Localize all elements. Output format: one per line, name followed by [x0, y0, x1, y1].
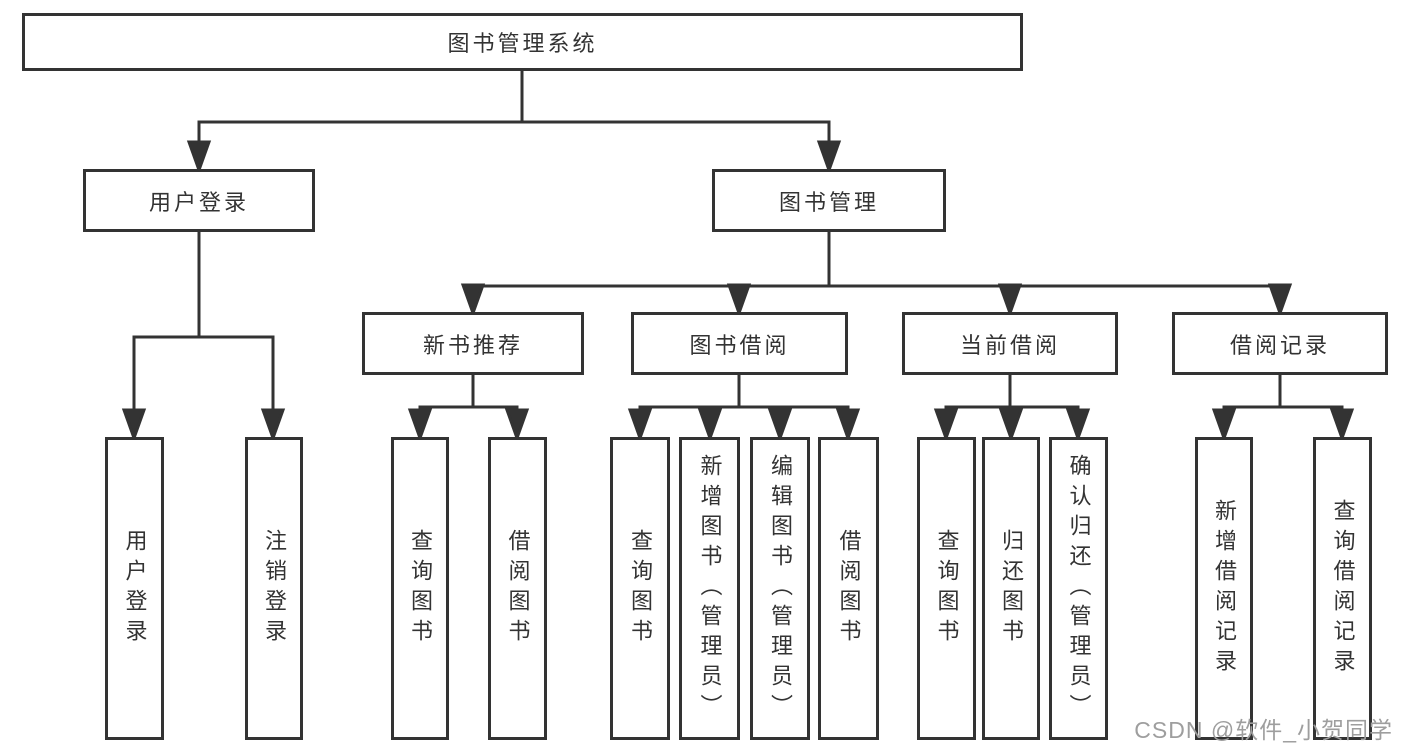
leaf-query-books-borrow: 查询图书 [610, 437, 670, 740]
connector-user-login-fork [121, 232, 286, 443]
arrow-down-icon [998, 408, 1024, 443]
arrow-down-icon [816, 140, 842, 175]
leaf-logout: 注销登录 [245, 437, 303, 740]
node-book-borrow: 图书借阅 [631, 312, 848, 375]
leaf-add-book-admin-label: 新增图书（管理员） [697, 453, 723, 724]
connector-current-borrow-fork [933, 375, 1091, 443]
leaf-query-borrow-record-label: 查询借阅记录 [1330, 498, 1356, 679]
leaf-add-borrow-record-label: 新增借阅记录 [1212, 498, 1237, 679]
arrow-down-icon [933, 408, 959, 443]
connector-book-management-fork [460, 232, 1293, 318]
leaf-borrow-books-recommend-label: 借阅图书 [505, 528, 531, 649]
node-root-label: 图书管理系统 [447, 31, 598, 56]
arrow-down-icon [997, 283, 1023, 318]
arrow-down-icon [1211, 408, 1237, 443]
arrow-down-icon [835, 408, 861, 443]
arrow-down-icon [1267, 283, 1293, 318]
connector-new-book-fork [407, 375, 530, 443]
leaf-return-book: 归还图书 [982, 437, 1040, 740]
arrow-down-icon [504, 408, 530, 443]
arrow-down-icon [627, 408, 653, 443]
arrow-down-icon [407, 408, 433, 443]
leaf-query-books-current: 查询图书 [917, 437, 976, 740]
leaf-confirm-return-admin: 确认归还（管理员） [1049, 437, 1108, 740]
connector-book-borrow-fork [627, 375, 861, 443]
leaf-query-borrow-record: 查询借阅记录 [1313, 437, 1372, 740]
arrow-down-icon [260, 408, 286, 443]
arrow-down-icon [1065, 408, 1091, 443]
arrow-down-icon [726, 283, 752, 318]
node-user-login: 用户登录 [83, 169, 315, 232]
leaf-query-books-recommend: 查询图书 [391, 437, 449, 740]
leaf-borrow-books-recommend: 借阅图书 [488, 437, 547, 740]
node-user-login-label: 用户登录 [148, 189, 249, 215]
arrow-down-icon [460, 283, 486, 318]
node-borrow-records-label: 借阅记录 [1229, 332, 1330, 358]
node-book-management-label: 图书管理 [778, 189, 879, 215]
node-new-book-recommend-label: 新书推荐 [422, 332, 523, 358]
leaf-user-login: 用户登录 [105, 437, 164, 740]
node-new-book-recommend: 新书推荐 [362, 312, 584, 375]
leaf-query-books-borrow-label: 查询图书 [628, 528, 653, 649]
connector-borrow-records-fork [1211, 375, 1355, 443]
leaf-return-book-label: 归还图书 [999, 528, 1024, 649]
leaf-logout-label: 注销登录 [262, 528, 287, 649]
watermark: CSDN @软件_小贺同学 [1134, 717, 1393, 743]
arrow-down-icon [121, 408, 147, 443]
arrow-down-icon [186, 140, 212, 175]
leaf-user-login-label: 用户登录 [122, 528, 148, 649]
leaf-add-book-admin: 新增图书（管理员） [679, 437, 740, 740]
leaf-confirm-return-admin-label: 确认归还（管理员） [1066, 453, 1092, 724]
node-book-borrow-label: 图书借阅 [689, 332, 790, 358]
leaf-query-books-current-label: 查询图书 [934, 528, 960, 649]
leaf-edit-book-admin: 编辑图书（管理员） [750, 437, 810, 740]
leaf-add-borrow-record: 新增借阅记录 [1195, 437, 1253, 740]
connector-root-fork [186, 71, 842, 175]
leaf-borrow-books-borrow-label: 借阅图书 [836, 528, 862, 649]
node-root: 图书管理系统 [22, 13, 1023, 71]
arrow-down-icon [697, 408, 723, 443]
arrow-down-icon [767, 408, 793, 443]
node-borrow-records: 借阅记录 [1172, 312, 1388, 375]
leaf-borrow-books-borrow: 借阅图书 [818, 437, 879, 740]
leaf-query-books-recommend-label: 查询图书 [408, 528, 433, 649]
node-current-borrow: 当前借阅 [902, 312, 1118, 375]
arrow-down-icon [1329, 408, 1355, 443]
leaf-edit-book-admin-label: 编辑图书（管理员） [768, 453, 793, 724]
node-current-borrow-label: 当前借阅 [959, 332, 1060, 358]
node-book-management: 图书管理 [712, 169, 946, 232]
